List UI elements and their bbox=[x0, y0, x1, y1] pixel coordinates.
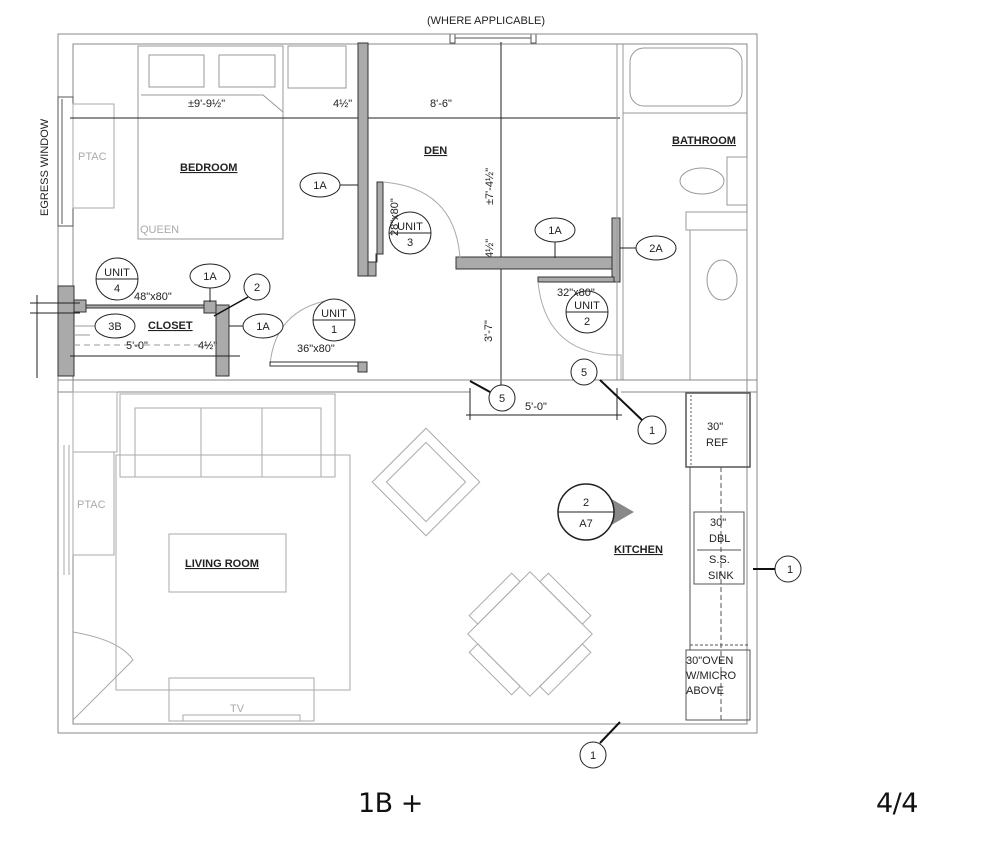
unit3-door bbox=[382, 181, 461, 259]
top-window bbox=[449, 33, 537, 44]
egress-window bbox=[57, 96, 74, 227]
door-size-unit3: 28"x80" bbox=[389, 198, 401, 236]
queen-bed bbox=[137, 45, 347, 240]
kitchen-counter bbox=[685, 392, 751, 721]
svg-text:1A: 1A bbox=[203, 271, 217, 283]
tv-label: TV bbox=[230, 703, 245, 715]
den-label: DEN bbox=[424, 145, 447, 157]
interior-wall-bedroom-den bbox=[357, 42, 384, 277]
svg-text:1: 1 bbox=[787, 564, 793, 576]
closet-side-dims bbox=[30, 295, 80, 378]
svg-text:A7: A7 bbox=[579, 518, 592, 530]
bedroom-width-dim: ±9'-9½" bbox=[188, 98, 225, 110]
den-depth-dim: ±7'-4½" bbox=[484, 168, 496, 205]
svg-text:2: 2 bbox=[584, 316, 590, 328]
svg-text:5: 5 bbox=[499, 393, 505, 405]
svg-text:1A: 1A bbox=[548, 225, 562, 237]
ptac-unit-bedroom bbox=[72, 103, 115, 209]
door-size-unit4: 48"x80" bbox=[134, 291, 172, 303]
living-room-furniture bbox=[63, 391, 351, 722]
svg-text:UNIT: UNIT bbox=[321, 308, 347, 320]
keynote: 1 bbox=[753, 555, 802, 583]
svg-text:1: 1 bbox=[590, 750, 596, 762]
svg-text:2: 2 bbox=[583, 497, 589, 509]
oven-label-2: W/MICRO bbox=[686, 670, 737, 682]
queen-label: QUEEN bbox=[140, 224, 179, 236]
bathroom-door-swing bbox=[537, 281, 622, 380]
ref-label-2: REF bbox=[706, 437, 728, 449]
closet-label: CLOSET bbox=[148, 320, 193, 332]
unit1-door bbox=[269, 299, 368, 373]
wall-tag: 1A bbox=[189, 263, 231, 302]
keynote: 5 bbox=[469, 380, 516, 412]
hall-width-dim: 5'-0" bbox=[525, 401, 547, 413]
closet-walls bbox=[57, 285, 230, 377]
svg-text:2A: 2A bbox=[649, 243, 663, 255]
keynote: 2 bbox=[213, 273, 271, 317]
unit-type-label: 1B + bbox=[358, 788, 423, 819]
sink-label-1: 30" bbox=[710, 517, 726, 529]
ptac-label-living: PTAC bbox=[77, 499, 106, 511]
svg-text:1A: 1A bbox=[256, 321, 270, 333]
bathroom-label: BATHROOM bbox=[672, 135, 736, 147]
sink-label-2: DBL bbox=[709, 533, 730, 545]
sink-label-3: S.S. bbox=[709, 554, 730, 566]
door-tag-unit2: UNIT 2 bbox=[565, 290, 609, 334]
svg-text:UNIT: UNIT bbox=[397, 221, 423, 233]
den-wall-dim: 4½" bbox=[484, 239, 496, 258]
svg-text:UNIT: UNIT bbox=[104, 267, 130, 279]
keynote: 5 bbox=[570, 358, 598, 386]
hall-length-dim: 3'-7" bbox=[483, 320, 495, 342]
top-wall-dim: 4½" bbox=[333, 98, 352, 110]
egress-window-label: EGRESS WINDOW bbox=[39, 118, 51, 216]
svg-text:5: 5 bbox=[581, 367, 587, 379]
hall-dimension bbox=[466, 388, 622, 420]
wall-tag: 1A bbox=[299, 172, 358, 198]
section-marker: 2 A7 bbox=[557, 483, 634, 541]
door-tag-unit3: UNIT 3 bbox=[388, 211, 432, 255]
den-width-dim: 8'-6" bbox=[430, 98, 452, 110]
door-size-unit1: 36"x80" bbox=[297, 343, 335, 355]
keynote: 1 bbox=[599, 379, 667, 445]
partition-wall bbox=[58, 379, 757, 393]
svg-text:1: 1 bbox=[331, 324, 337, 336]
interior-wall-den-bottom bbox=[455, 217, 621, 283]
bathroom-fixtures bbox=[616, 44, 748, 381]
sink-label-4: SINK bbox=[708, 570, 734, 582]
page-indicator: 4/4 bbox=[876, 788, 918, 819]
svg-text:4: 4 bbox=[114, 283, 120, 295]
door-tag-unit1: UNIT 1 bbox=[312, 298, 356, 342]
closet-wall-dim: 4½" bbox=[198, 340, 217, 352]
wall-tag: 3B bbox=[94, 313, 136, 339]
svg-text:1: 1 bbox=[649, 425, 655, 437]
svg-text:2: 2 bbox=[254, 282, 260, 294]
dining-table bbox=[467, 571, 593, 697]
exterior-walls bbox=[57, 33, 758, 734]
door-tag-unit4: UNIT 4 bbox=[95, 257, 139, 301]
svg-text:3B: 3B bbox=[108, 321, 121, 333]
armchair bbox=[371, 427, 481, 537]
svg-text:UNIT: UNIT bbox=[574, 300, 600, 312]
bedroom-label: BEDROOM bbox=[180, 162, 237, 174]
keynote: 1 bbox=[579, 721, 621, 769]
kitchen-label: KITCHEN bbox=[614, 544, 663, 556]
oven-label-1: 30"OVEN bbox=[686, 655, 733, 667]
closet-width-dim: 5'-0" bbox=[126, 340, 148, 352]
living-room-label: LIVING ROOM bbox=[185, 558, 259, 570]
wall-tag: 2A bbox=[620, 235, 677, 261]
wall-tag: 1A bbox=[534, 217, 576, 258]
ptac-label-bedroom: PTAC bbox=[78, 151, 107, 163]
svg-text:1A: 1A bbox=[313, 180, 327, 192]
oven-label-3: ABOVE bbox=[686, 685, 724, 697]
wall-tag: 1A bbox=[229, 313, 284, 339]
svg-text:3: 3 bbox=[407, 237, 413, 249]
ref-label-1: 30" bbox=[707, 421, 723, 433]
door-size-unit2: 32"x80" bbox=[557, 287, 595, 299]
header-note: (WHERE APPLICABLE) bbox=[427, 15, 545, 27]
